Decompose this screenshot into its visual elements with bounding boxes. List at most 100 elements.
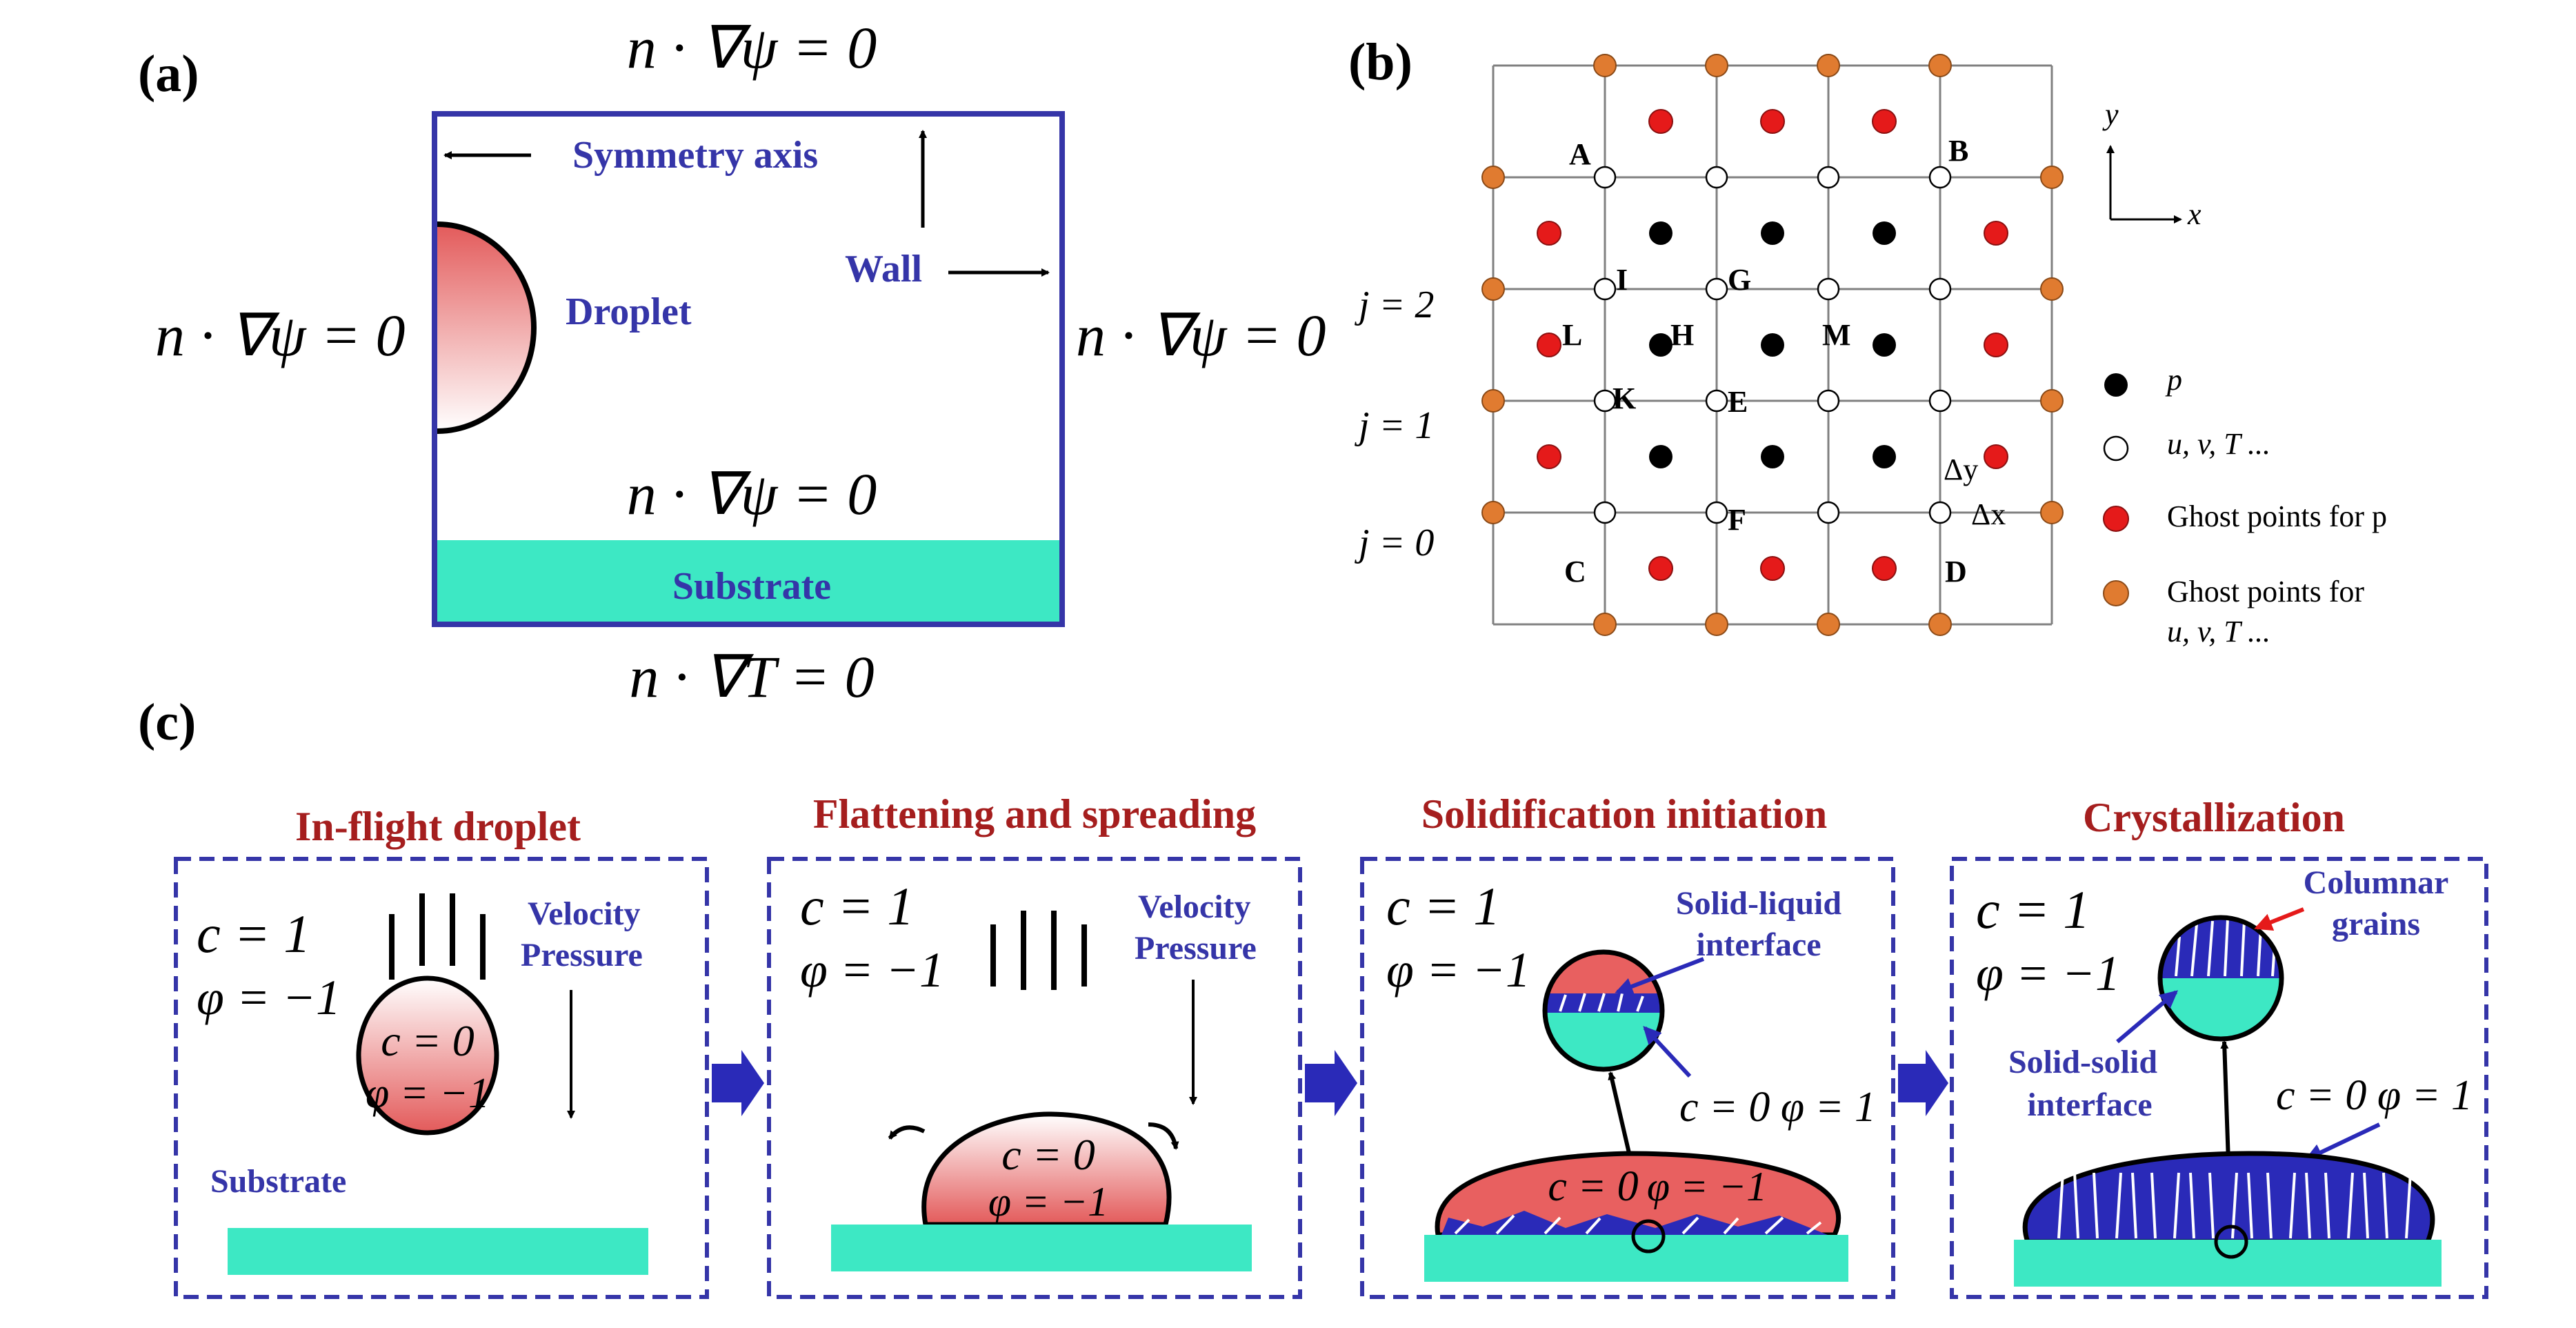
s1-substrate — [228, 1228, 648, 1275]
point-E: E — [1728, 385, 1748, 419]
s4-grain-line — [2131, 1172, 2137, 1239]
symmetry-label: Symmetry axis — [572, 134, 818, 177]
point-M: M — [1822, 318, 1851, 352]
ghost-point-uvt — [1481, 389, 1505, 413]
node-p — [1873, 445, 1896, 468]
bc-mid: n · ∇ψ = 0 — [627, 461, 877, 527]
stage-arrow-3 — [1898, 1050, 1948, 1116]
s4-splat — [2022, 1151, 2435, 1245]
s3-solid-state: c = 0 φ = 1 — [1679, 1084, 1876, 1131]
ghost-point-p — [1984, 333, 2008, 357]
s4-grain-line — [2208, 1172, 2215, 1239]
node-uvt — [1593, 277, 1617, 301]
ghost-point-p — [1760, 109, 1785, 134]
node-uvt — [1705, 501, 1728, 524]
s3-droplet — [1435, 1151, 1841, 1238]
node-uvt — [1705, 166, 1728, 189]
point-A: A — [1569, 137, 1591, 171]
s4-grain-line — [2324, 1172, 2330, 1239]
node-p — [1873, 221, 1896, 245]
s3-zoom-crystals — [1559, 993, 1644, 1012]
node-p — [1761, 333, 1784, 357]
s2-velocity: Velocity — [1138, 889, 1251, 925]
s3-substrate — [1424, 1235, 1848, 1282]
panel-b: (b) j = 2 j = 1 j = 0 A B C D E F G H I … — [1348, 33, 2387, 648]
s1-velocity: Velocity — [528, 895, 641, 932]
s2-spread-arrow-right — [1148, 1122, 1179, 1150]
legend-uvt-marker — [2103, 435, 2129, 462]
ghost-point-p — [1648, 556, 1673, 581]
panel-b-label: (b) — [1348, 33, 1412, 91]
ghost-point-uvt — [1817, 54, 1840, 77]
s2-c-in: c = 0 — [1001, 1130, 1095, 1179]
droplet-fill — [437, 224, 534, 431]
point-K: K — [1613, 381, 1636, 415]
substrate-block — [437, 540, 1059, 622]
bc-right: n · ∇ψ = 0 — [1076, 302, 1326, 368]
ghost-point-p — [1537, 444, 1561, 469]
s4-grain-line — [2289, 1172, 2296, 1239]
j-label-1: j = 1 — [1355, 404, 1434, 447]
ghost-point-uvt — [1928, 613, 1952, 636]
s2-substrate — [831, 1225, 1252, 1271]
s2-droplet — [921, 1111, 1172, 1227]
s4-grain-line — [2347, 1172, 2354, 1239]
ghost-point-uvt — [1928, 54, 1952, 77]
s4-grain-line — [2093, 1172, 2099, 1239]
s4-grain-line — [2057, 1172, 2064, 1239]
s1-pressure: Pressure — [521, 937, 643, 973]
ghost-point-uvt — [1593, 613, 1617, 636]
node-uvt — [1593, 501, 1617, 524]
s3-interface-arrow — [1615, 957, 1705, 995]
droplet-label: Droplet — [566, 290, 692, 333]
stage-box-4 — [1950, 857, 2488, 1299]
s2-spread-arrow-left — [888, 1125, 926, 1140]
wall-label: Wall — [845, 248, 922, 290]
s4-zoom-origin — [2214, 1225, 2248, 1259]
s4-grain-line — [2173, 1172, 2180, 1239]
s3-interface-2: interface — [1696, 926, 1821, 963]
node-uvt — [1817, 166, 1840, 189]
s4-grain-line — [2115, 1172, 2122, 1239]
ghost-point-uvt — [2040, 501, 2064, 524]
panel-a-label: (a) — [138, 45, 199, 103]
panel-c-label: (c) — [138, 693, 196, 751]
s1-velocity-lines — [389, 893, 486, 980]
node-uvt — [1593, 166, 1617, 189]
point-G: G — [1728, 263, 1751, 297]
s4-grain-line — [2305, 1172, 2311, 1239]
s4-grain-line — [2150, 1172, 2157, 1239]
point-L: L — [1562, 318, 1582, 352]
ghost-point-p — [1984, 221, 2008, 246]
s3-phi-in: φ = −1 — [1647, 1164, 1767, 1209]
s4-c: c = 1 — [1976, 880, 2090, 940]
s4-solid-state: c = 0 φ = 1 — [2276, 1072, 2473, 1119]
s1-c-in: c = 0 — [381, 1016, 475, 1065]
s4-grain-line — [2266, 1172, 2273, 1239]
ghost-point-uvt — [1481, 166, 1505, 189]
s4-ss-1: Solid-solid — [2008, 1044, 2157, 1080]
j-label-2: j = 2 — [1355, 284, 1434, 326]
legend-ghost-p-marker — [2103, 506, 2129, 532]
stage-box-1 — [174, 857, 709, 1299]
ghost-point-uvt — [1817, 613, 1840, 636]
ghost-point-uvt — [2040, 166, 2064, 189]
s4-phi: φ = −1 — [1976, 946, 2120, 1001]
s2-c: c = 1 — [800, 876, 914, 936]
s1-substrate-label: Substrate — [210, 1163, 346, 1200]
s3-c-in: c = 0 — [1548, 1163, 1638, 1210]
stage-arrow-2 — [1305, 1050, 1357, 1116]
s4-grain-line — [2247, 1172, 2253, 1239]
stage-box-3 — [1360, 857, 1895, 1299]
ghost-point-p — [1984, 444, 2008, 469]
node-p — [1761, 221, 1784, 245]
legend-ghost-uvt-line2: u, v, T ... — [2167, 615, 2270, 648]
s4-grain-line — [2073, 1172, 2079, 1239]
s3-c: c = 1 — [1386, 876, 1500, 936]
s4-substrate — [2014, 1240, 2442, 1287]
bc-top: n · ∇ψ = 0 — [627, 14, 877, 81]
s4-grain-line — [2405, 1172, 2412, 1239]
ghost-point-p — [1872, 556, 1897, 581]
ghost-point-uvt — [1481, 501, 1505, 524]
node-uvt — [1928, 277, 1952, 301]
